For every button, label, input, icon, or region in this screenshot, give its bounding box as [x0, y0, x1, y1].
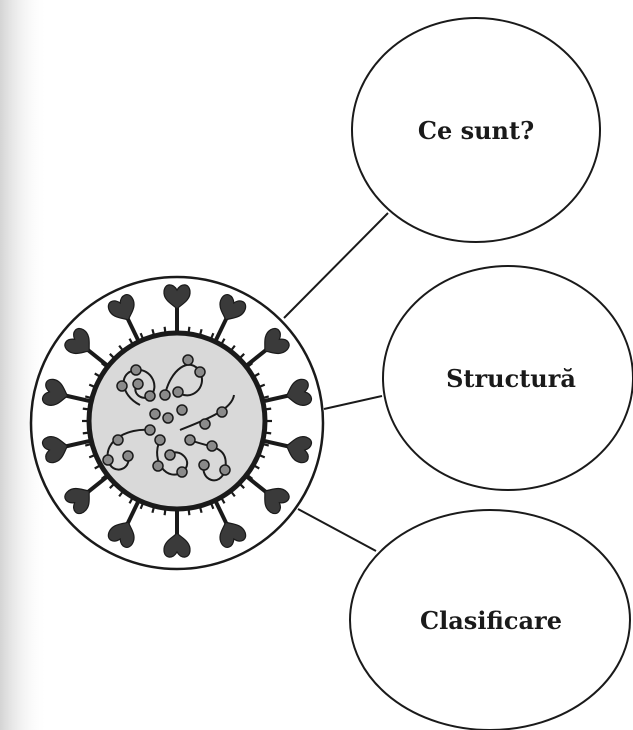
rna-bead: [173, 387, 183, 397]
node-structure: Structură: [383, 266, 633, 490]
rna-bead: [160, 390, 170, 400]
virus-icon: [31, 277, 323, 569]
rna-bead: [150, 409, 160, 419]
rna-bead: [185, 435, 195, 445]
rna-bead: [220, 465, 230, 475]
virus-capsid: [89, 333, 265, 509]
page-edge-shadow: [0, 0, 48, 730]
rna-bead: [183, 355, 193, 365]
label-what: Ce sunt?: [418, 116, 534, 145]
rna-bead: [207, 441, 217, 451]
rna-bead: [200, 419, 210, 429]
rna-bead: [117, 381, 127, 391]
rna-bead: [123, 451, 133, 461]
connector-classification: [298, 509, 376, 551]
rna-bead: [113, 435, 123, 445]
label-structure: Structură: [446, 364, 576, 393]
label-classification: Clasificare: [420, 606, 562, 635]
rna-bead: [217, 407, 227, 417]
rna-bead: [163, 413, 173, 423]
rna-bead: [145, 425, 155, 435]
connector-what: [284, 213, 388, 318]
rna-bead: [177, 467, 187, 477]
rna-bead: [103, 455, 113, 465]
rna-bead: [199, 460, 209, 470]
node-classification: Clasificare: [350, 510, 630, 730]
rna-bead: [177, 405, 187, 415]
rna-bead: [131, 365, 141, 375]
rna-bead: [145, 391, 155, 401]
rna-bead: [155, 435, 165, 445]
rna-bead: [133, 379, 143, 389]
connector-structure: [324, 396, 382, 409]
node-what: Ce sunt?: [352, 18, 600, 242]
rna-bead: [153, 461, 163, 471]
rna-bead: [195, 367, 205, 377]
rna-bead: [165, 450, 175, 460]
